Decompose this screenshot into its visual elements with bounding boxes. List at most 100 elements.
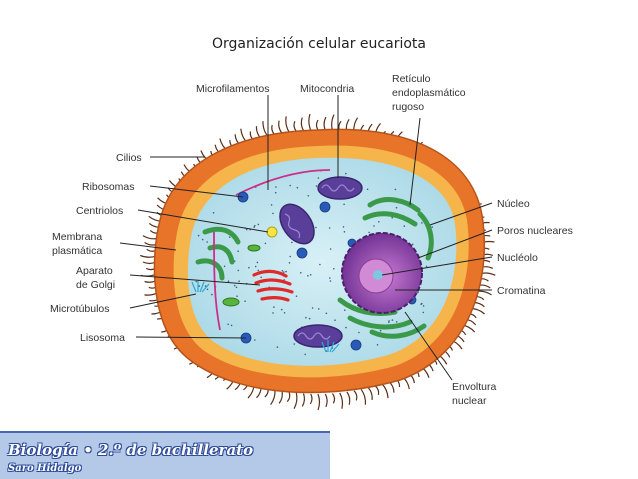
granule <box>258 270 260 272</box>
granule <box>426 266 428 268</box>
cilium <box>317 120 319 130</box>
granule <box>344 309 346 311</box>
granule <box>275 186 277 188</box>
label-reticulo-2: endoplasmático <box>392 87 466 99</box>
cilium <box>310 394 312 404</box>
granule <box>283 271 285 273</box>
cilium <box>279 121 282 134</box>
granule <box>202 239 204 241</box>
label-cilios: Cilios <box>116 152 142 164</box>
label-cromatina: Cromatina <box>497 285 546 297</box>
cilium <box>286 116 289 132</box>
granule <box>244 300 246 302</box>
granule <box>343 226 345 228</box>
cilium <box>309 114 311 130</box>
cilium <box>354 391 357 401</box>
granule <box>395 189 397 191</box>
granule <box>316 185 318 187</box>
granule <box>285 271 287 273</box>
granule <box>412 244 414 246</box>
granule <box>258 224 260 226</box>
granule <box>329 277 331 279</box>
granule <box>421 303 423 305</box>
granule <box>260 277 262 279</box>
granule <box>345 327 347 329</box>
granule <box>207 289 209 291</box>
granule <box>198 235 200 237</box>
label-nucleolo: Nucléolo <box>497 252 538 264</box>
granule <box>380 330 382 332</box>
granule <box>307 275 309 277</box>
granule <box>333 268 335 270</box>
footer-author: Saro Hidalgo <box>8 463 81 474</box>
granule <box>272 312 274 314</box>
granule <box>211 294 213 296</box>
footer-course: Biología • 2.º de bachillerato <box>8 441 253 459</box>
vesicle <box>223 298 239 306</box>
granule <box>196 281 198 283</box>
granule <box>310 274 312 276</box>
granule <box>309 318 311 320</box>
granule <box>257 262 259 264</box>
cilium <box>302 394 304 407</box>
granule <box>304 354 306 356</box>
label-poros: Poros nucleares <box>497 225 573 237</box>
granule <box>238 270 240 272</box>
granule <box>294 343 296 345</box>
cilium <box>279 391 282 404</box>
label-envoltura-1: Envoltura <box>452 381 497 393</box>
granule <box>329 227 331 229</box>
granule <box>308 195 310 197</box>
granule <box>282 270 284 272</box>
granule <box>213 212 215 214</box>
granule <box>248 267 250 269</box>
granule <box>231 325 233 327</box>
label-mitocondria: Mitocondria <box>300 83 354 95</box>
granule <box>224 266 226 268</box>
granule <box>388 320 390 322</box>
granule <box>284 312 286 314</box>
cilium <box>375 386 379 395</box>
label-membrana-1: Membrana <box>52 231 102 243</box>
footer-banner: Biología • 2.º de bachillerato Saro Hida… <box>0 431 330 479</box>
cilium <box>368 388 372 400</box>
granule <box>253 226 255 228</box>
granule <box>396 207 398 209</box>
granule <box>297 187 299 189</box>
granule <box>431 226 433 228</box>
granule <box>373 225 375 227</box>
granule <box>206 241 208 243</box>
granule <box>319 264 321 266</box>
granule <box>330 248 332 250</box>
cilium <box>287 392 289 402</box>
cilium <box>361 389 365 405</box>
label-reticulo-3: rugoso <box>392 101 424 113</box>
granule <box>236 295 238 297</box>
granule <box>404 225 406 227</box>
granule <box>238 280 240 282</box>
granule <box>378 221 380 223</box>
granule <box>326 313 328 315</box>
granule <box>275 192 277 194</box>
label-microtubulos: Microtúbulos <box>50 303 110 315</box>
granule <box>377 344 379 346</box>
granule <box>343 204 345 206</box>
granule <box>265 243 267 245</box>
granule <box>271 204 273 206</box>
granule <box>291 242 293 244</box>
granule <box>368 232 370 234</box>
vesicle <box>248 245 260 251</box>
granule <box>330 280 332 282</box>
granule <box>272 213 274 215</box>
cilium <box>294 393 297 409</box>
cilium <box>333 394 335 404</box>
label-reticulo-1: Retículo <box>392 73 431 85</box>
granule <box>237 250 239 252</box>
cilium <box>347 392 350 405</box>
granule <box>423 305 425 307</box>
granule <box>277 346 279 348</box>
granule <box>198 285 200 287</box>
cilium <box>325 394 327 407</box>
label-ribosomas: Ribosomas <box>82 181 135 193</box>
granule <box>234 285 236 287</box>
